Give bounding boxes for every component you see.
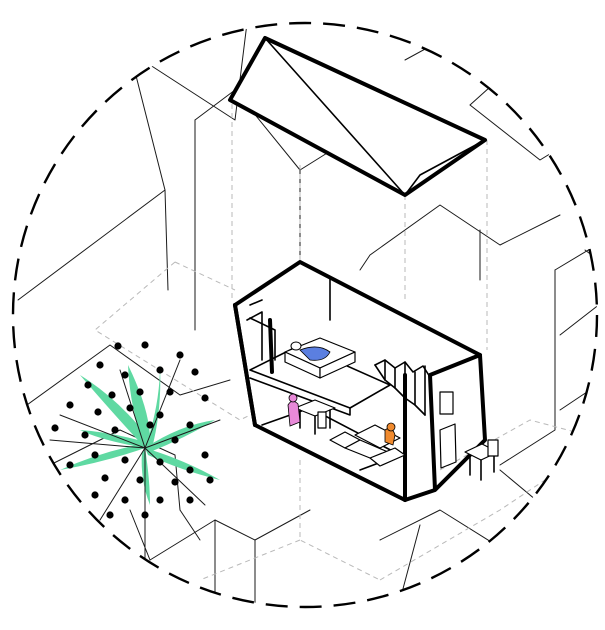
tree-dot [84,381,92,389]
bed-with-sleeping-figure [284,337,356,379]
tree-dot [94,408,102,416]
house-cutaway [233,260,487,502]
tree-branches [49,359,221,561]
lifted-roof [228,36,487,197]
tree-dot [91,491,99,499]
tree-dot [186,496,194,504]
tree-dot [66,401,74,409]
tree-dot [136,476,144,484]
tree-dot [121,456,129,464]
tree-dots [51,341,214,519]
living-area [329,422,406,467]
tree-dot [156,458,164,466]
tree-dot [191,368,199,376]
tree-dot [126,404,134,412]
tree-dot [201,394,209,402]
tree-dot [111,426,119,434]
tree-top-view [49,341,221,561]
tree-dot [121,371,129,379]
sitting-figure-pink [287,400,301,427]
tree-dot [66,461,74,469]
tree-dot [166,388,174,396]
outdoor-table-chairs [464,439,499,481]
tree-dot [114,342,122,350]
tree-dot [186,421,194,429]
sofa-set [369,447,406,467]
clipped-scene [13,23,597,607]
tree-dot [81,431,89,439]
circular-frame [11,21,599,609]
staircase [374,359,431,416]
tree-dot [156,366,164,374]
tree-dot [186,466,194,474]
dining-area [287,393,336,435]
tree-dot [206,476,214,484]
tree-dot [171,436,179,444]
door [439,423,457,469]
tree-dot [156,496,164,504]
tree-dot [106,511,114,519]
tree-dot [101,474,109,482]
tree-dot [176,351,184,359]
tree-dot [121,496,129,504]
tree-dot [201,451,209,459]
tree-dot [51,424,59,432]
tree-dot [108,391,116,399]
tree-dot [136,388,144,396]
tree-dot [141,341,149,349]
tree-dot [141,511,149,519]
tree-dot [91,451,99,459]
tree-dot [171,478,179,486]
tree-dot [146,421,154,429]
tree-dot [156,411,164,419]
window [439,391,454,415]
sleeping-figure [299,346,331,361]
tree-dot [96,361,104,369]
